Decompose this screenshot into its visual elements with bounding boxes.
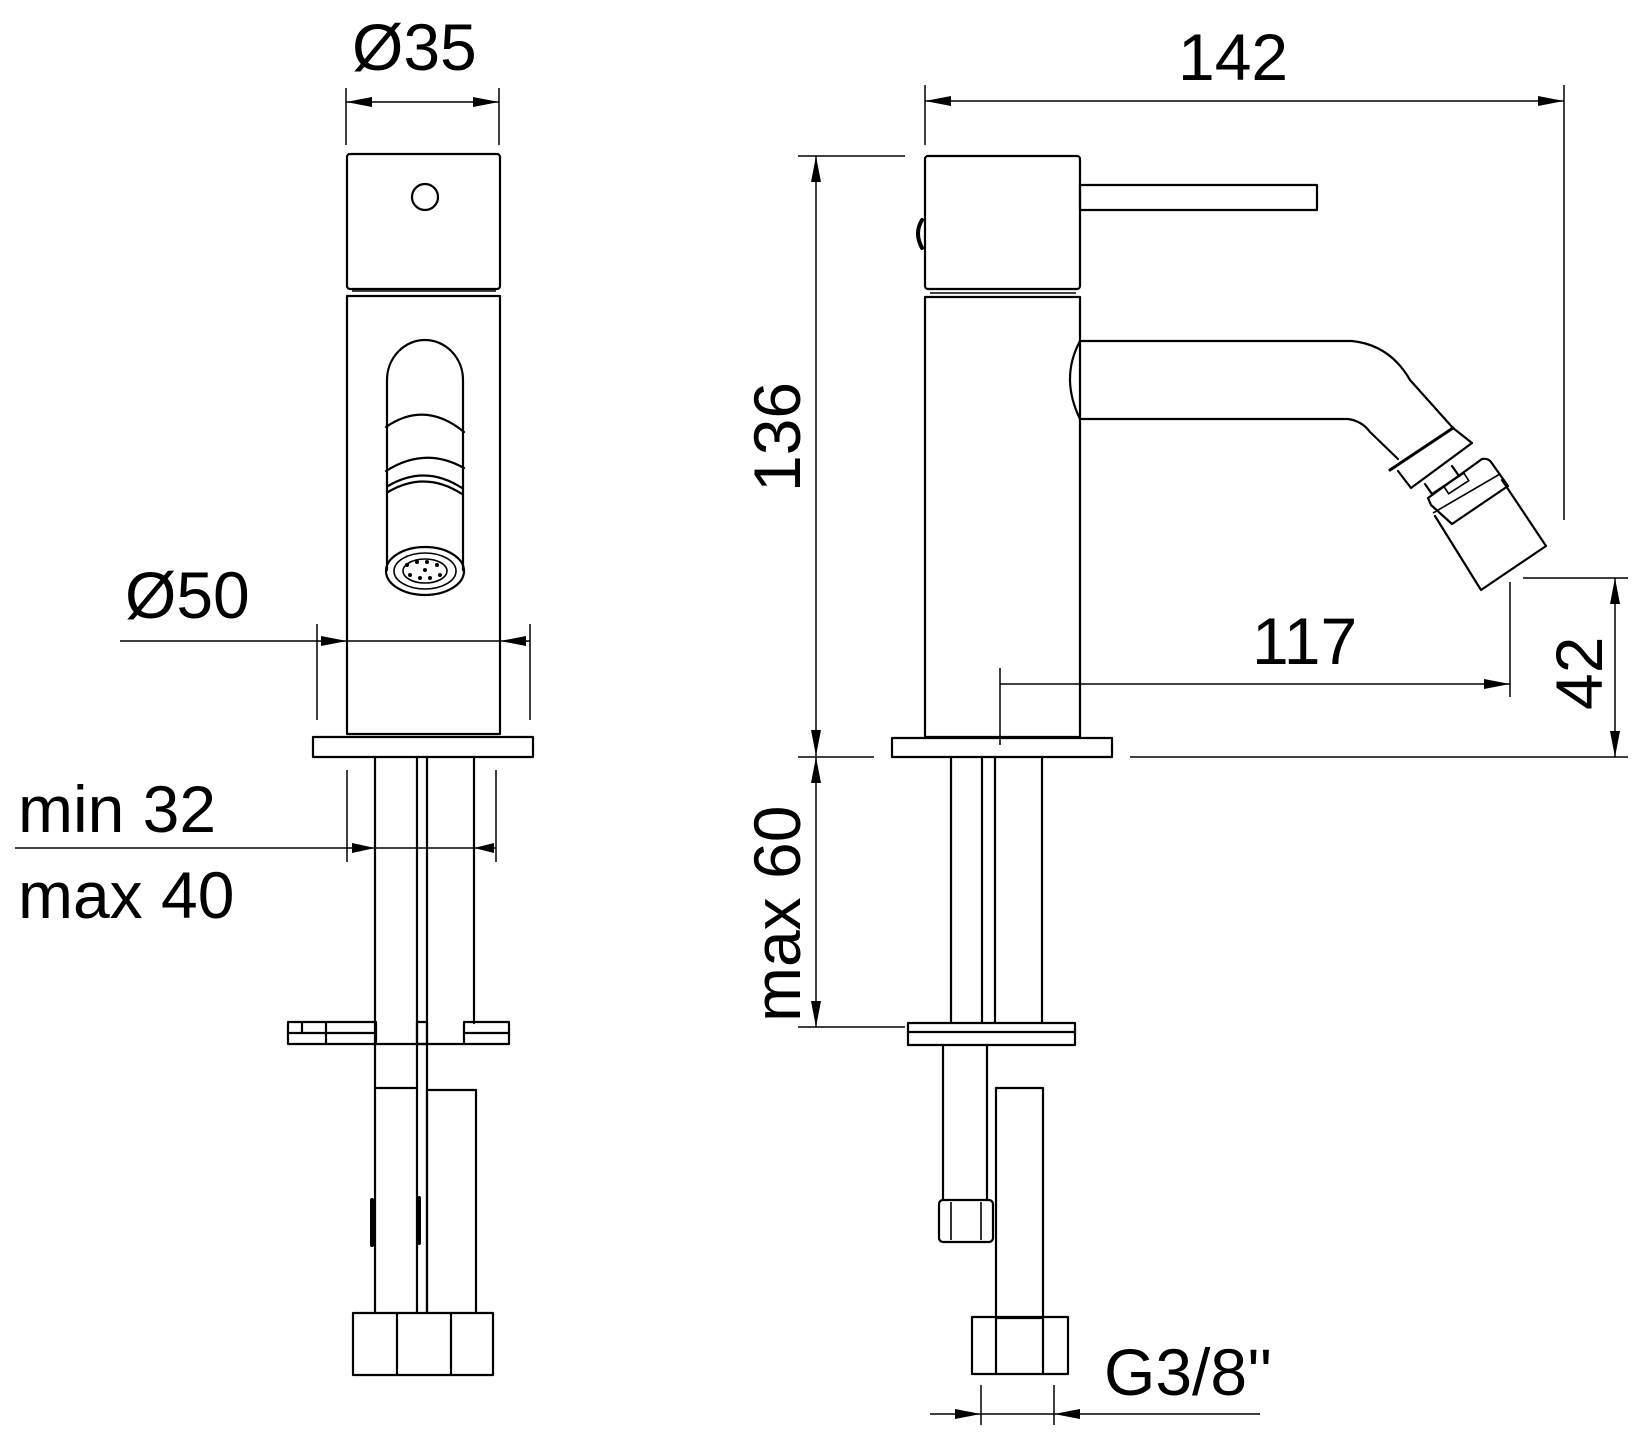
handle-screw-icon [410,182,440,212]
connection-nut [970,1315,1070,1376]
dimension-spout-height: 42 [1130,577,1628,758]
label-spout-reach: 117 [1252,604,1357,678]
clamp-washer [286,1020,511,1046]
label-base-diameter: Ø50 [125,558,250,632]
spout-side [1068,339,1548,592]
aerator-icon [384,545,466,597]
label-counter-thickness: max 60 [740,806,814,1022]
dimension-overall-height: 136 [740,155,905,756]
base-flange [311,735,535,759]
handle-head [923,154,1082,291]
side-stems [906,755,1077,1320]
front-view: Ø35 [15,10,535,1377]
dimension-spout-reach: 117 [999,582,1511,745]
dimension-connection: G3/8'' [930,1335,1272,1425]
handle-cap [345,152,502,291]
lever [1078,183,1319,212]
connection-nuts [351,1311,495,1377]
label-top-diameter: Ø35 [352,10,477,84]
label-connection: G3/8'' [1104,1335,1272,1409]
side-base-flange [890,736,1114,759]
label-spout-height: 42 [1542,637,1616,710]
side-view: 142 136 [740,20,1628,1425]
dimension-counter-thickness: max 60 [740,756,905,1028]
mixer-body [345,294,502,736]
dimension-overall-length: 142 [924,20,1565,520]
label-overall-length: 142 [1178,20,1288,94]
dimension-hole: min 32 max 40 [15,770,497,932]
label-overall-height: 136 [740,382,814,492]
label-hole-min: min 32 [18,772,216,846]
dimension-base-diameter: Ø50 [120,558,531,720]
dimension-top-diameter: Ø35 [345,10,500,145]
hex-nut [937,1198,995,1244]
fixing-stems [370,755,478,1315]
spout-front [384,338,466,597]
side-body [923,295,1082,739]
label-hole-max: max 40 [18,858,234,932]
